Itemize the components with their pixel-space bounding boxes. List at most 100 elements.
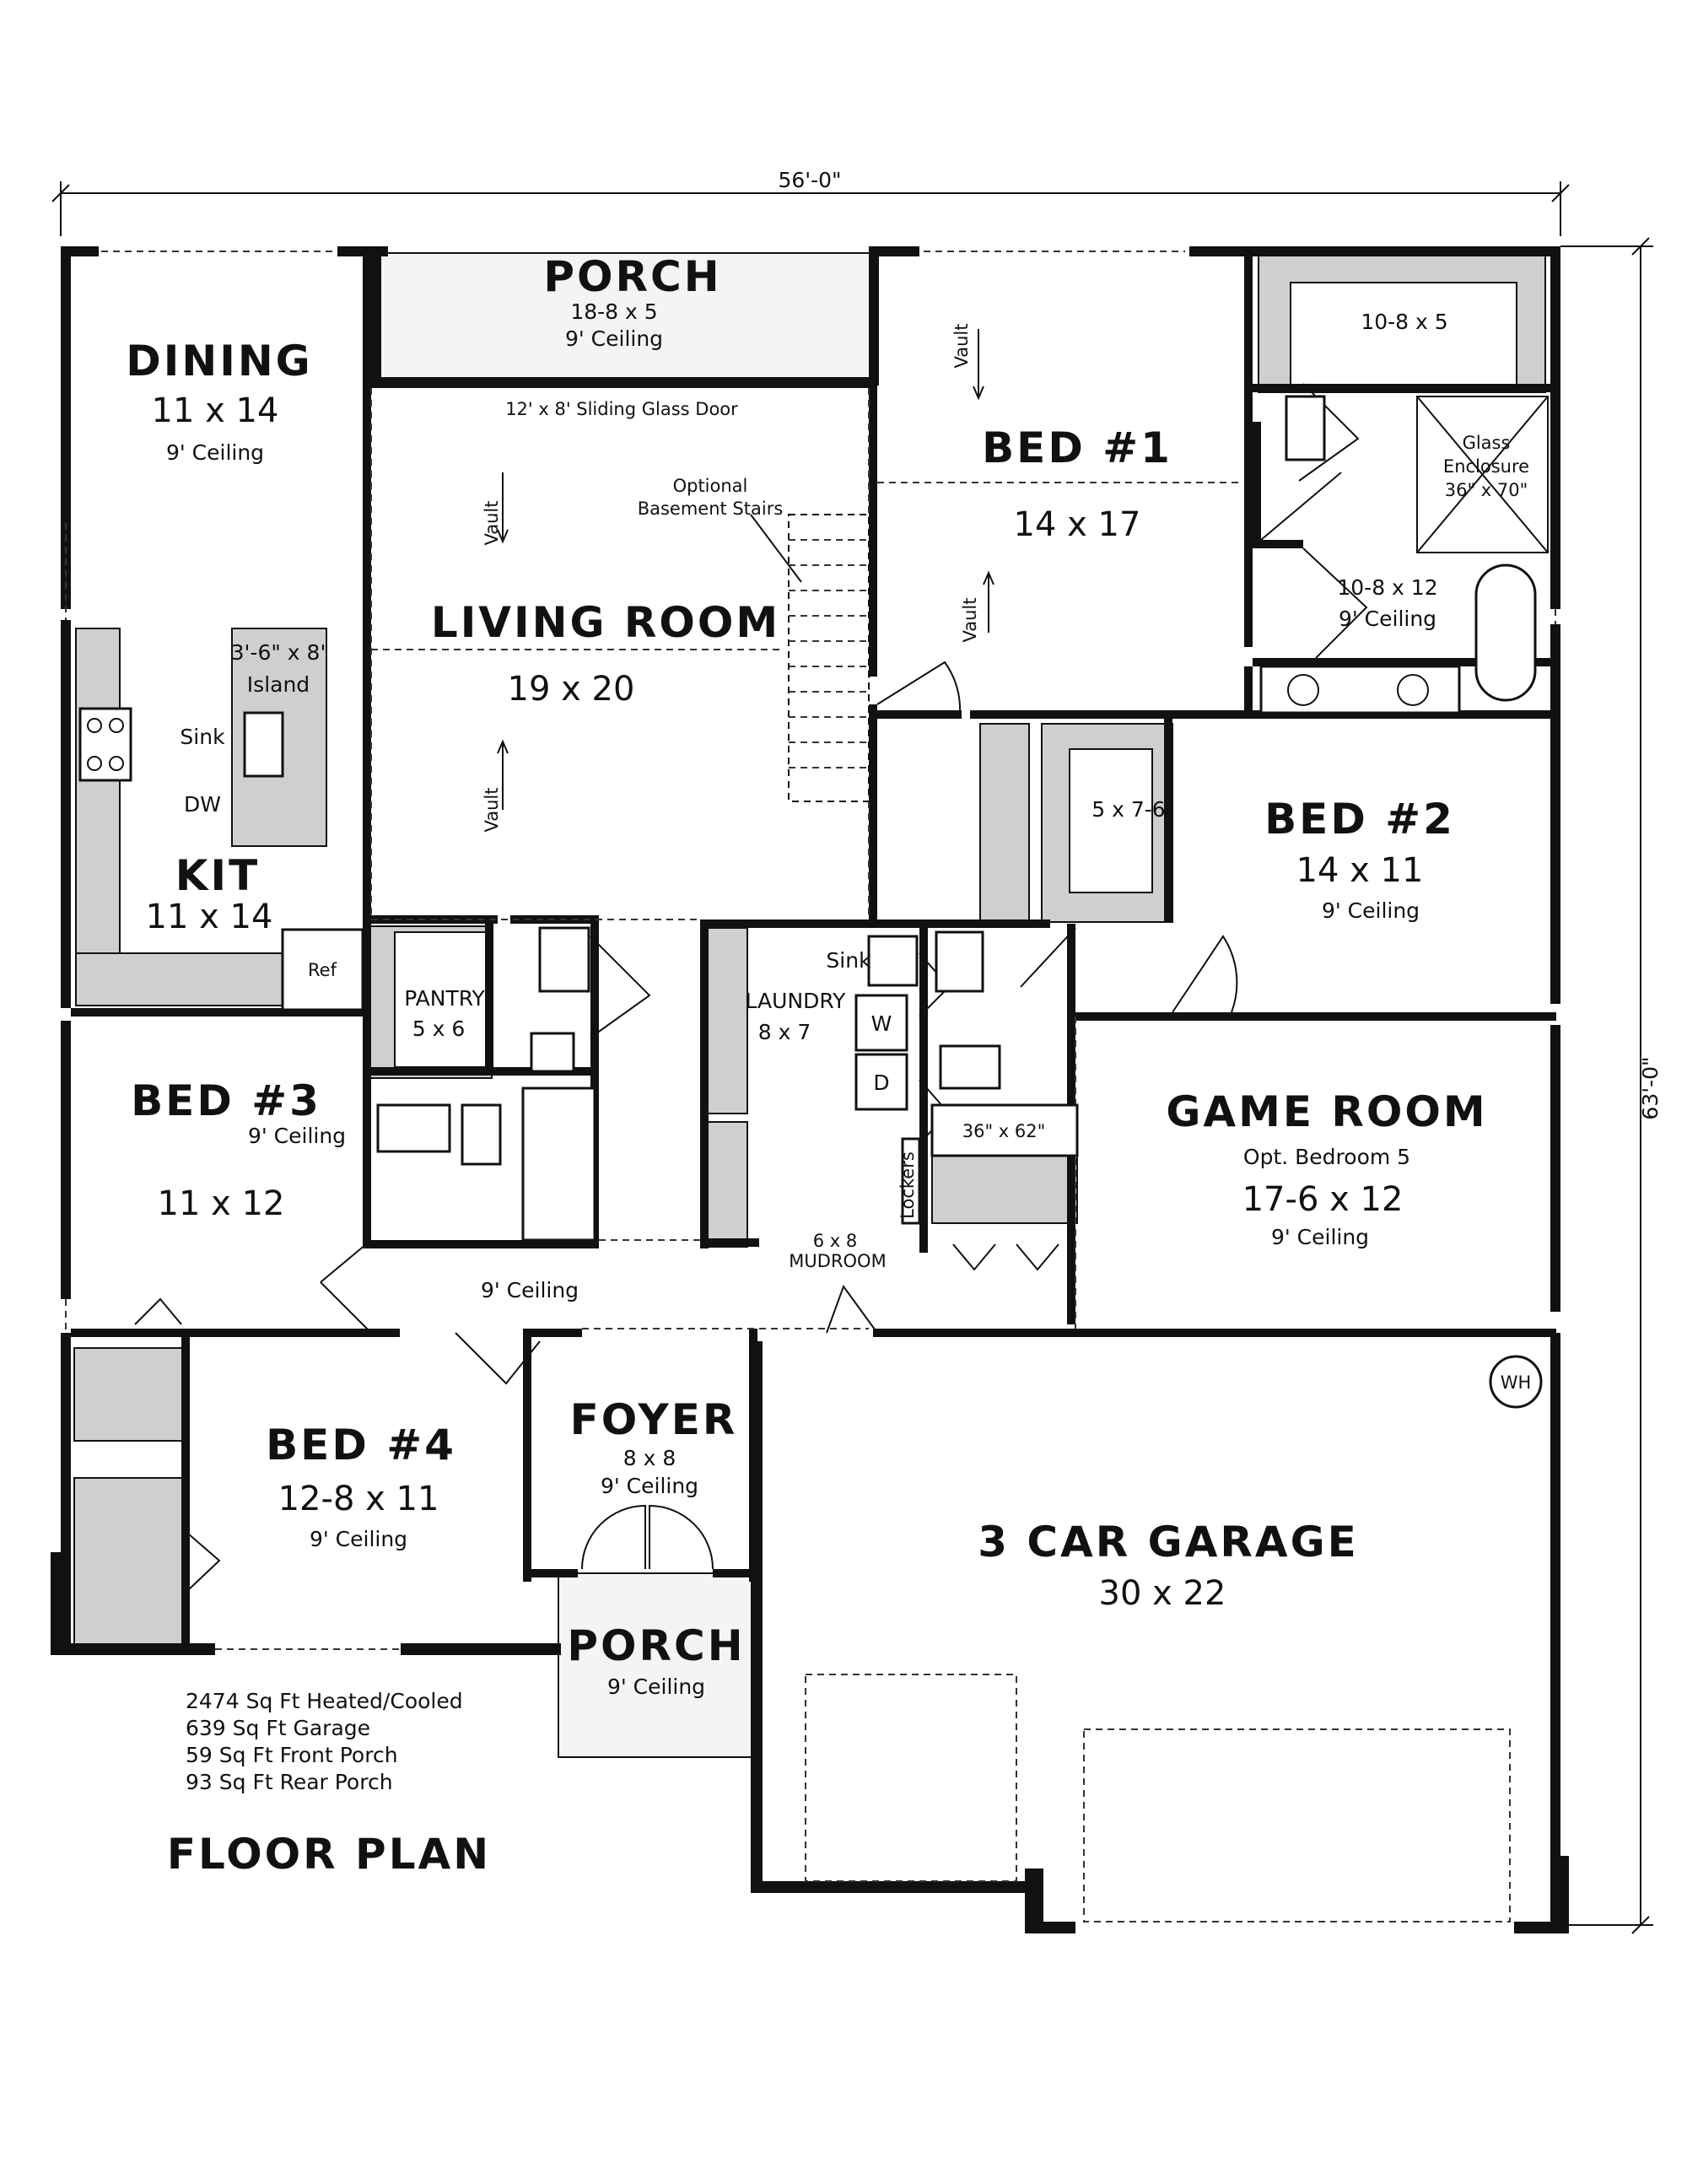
shower-label-1: Glass [1463,433,1511,453]
dining-name: DINING [126,337,312,386]
master-closet-inner [1290,282,1517,389]
washer-label: W [871,1011,892,1036]
bath2-cabinet [931,1155,1078,1224]
pantry-size: 5 x 6 [412,1017,466,1041]
bath2-toilet [939,1044,1001,1090]
range-cooktop [78,707,132,782]
shower-label-2: Enclosure [1443,456,1529,477]
depth-dimension: 63'-0" [1638,1056,1663,1119]
refrigerator [281,928,364,1011]
width-dimension-line [51,181,1570,236]
vault-label: Vault [482,788,502,833]
vault-label: Vault [960,598,980,643]
bath2-shower [930,1103,1079,1157]
dryer [854,1053,908,1111]
kitchen-sink-label: Sink [180,725,225,749]
laundry-sink-label: Sink [826,948,871,973]
laundry-sink [867,935,919,987]
bed1-size: 14 x 17 [1014,505,1141,544]
kitchen-size: 11 x 14 [146,898,273,936]
bed3-ceiling: 9' Ceiling [248,1124,346,1148]
bed2-size: 14 x 11 [1296,851,1424,890]
master-bath-size: 10-8 x 12 [1337,575,1437,600]
width-dimension: 56'-0" [778,168,841,192]
laundry-cabinet [706,927,748,1114]
rear-porch-ceiling: 9' Ceiling [565,326,663,351]
dining-ceiling: 9' Ceiling [166,440,264,465]
kitchen-sink [243,711,284,778]
hall-bathtub [521,1087,596,1242]
bed2-name: BED #2 [1264,795,1455,844]
mudroom-size: 6 x 8 [813,1231,858,1251]
hall-bath-sink [538,926,590,993]
basement-stairs [750,514,870,802]
vault-markers: Vault Vault Vault Vault [482,324,994,833]
game-room-sub: Opt. Bedroom 5 [1243,1145,1410,1169]
kitchen-counter-bottom [75,952,283,1006]
vault-label: Vault [951,324,972,369]
master-vanity [1259,665,1461,715]
lockers-label: Lockers [897,1151,918,1219]
rear-porch-name: PORCH [543,252,721,301]
stat-rear-porch: 93 Sq Ft Rear Porch [186,1770,393,1794]
dishwasher-label: DW [184,792,221,817]
hall-bath-toilet [530,1032,575,1073]
master-tub [1474,564,1537,702]
island-label: Island [247,672,310,697]
laundry-size: 8 x 7 [758,1020,811,1044]
bed4-closet-top [73,1347,189,1442]
game-room-name: GAME ROOM [1166,1087,1487,1136]
fixtures [78,395,1549,1409]
bed2-closet-inner [1069,748,1153,893]
master-toilet [1285,395,1326,461]
sliding-door-label: 12' x 8' Sliding Glass Door [505,399,738,419]
game-room-size: 17-6 x 12 [1242,1180,1404,1219]
bed1-name: BED #1 [982,423,1172,472]
bed3-size: 11 x 12 [158,1184,285,1223]
master-bath-ceiling: 9' Ceiling [1339,607,1436,631]
stat-front-porch: 59 Sq Ft Front Porch [186,1743,398,1767]
bed2-closet-size: 5 x 7-6 [1091,797,1165,822]
dining-size: 11 x 14 [152,391,279,430]
front-porch-ceiling: 9' Ceiling [607,1674,705,1699]
stat-garage: 639 Sq Ft Garage [186,1716,370,1740]
living-room-name: LIVING ROOM [431,598,780,647]
master-closet-size: 10-8 x 5 [1361,310,1447,334]
foyer-ceiling: 9' Ceiling [601,1474,698,1498]
interior-walls [71,246,1556,1649]
pantry-inner [394,931,487,1068]
lockers [901,1137,921,1225]
hall-bath-toilet2 [461,1103,502,1166]
living-room-size: 19 x 20 [508,670,635,709]
laundry-name: LAUNDRY [746,989,847,1013]
vault-label: Vault [482,501,502,546]
dashed-lines [65,251,1556,1922]
bed2-ceiling: 9' Ceiling [1322,898,1420,923]
bed4-closet-bottom [73,1477,189,1647]
front-porch-name: PORCH [567,1621,745,1670]
island-size: 3'-6" x 8' [231,640,326,665]
kitchen-name: KIT [175,851,260,900]
foyer-size: 8 x 8 [623,1446,676,1470]
rear-porch-slab [379,252,872,379]
bath2-sink [935,930,984,993]
bed4-size: 12-8 x 11 [278,1480,439,1518]
stairs-label-2: Basement Stairs [638,499,784,519]
garage-name: 3 CAR GARAGE [978,1518,1359,1567]
mudroom-closet [706,1121,748,1248]
exterior-walls [51,246,1569,1933]
kitchen-counter-left [75,628,121,1005]
bed3-name: BED #3 [131,1076,321,1125]
ref-label: Ref [308,960,337,980]
rear-porch-size: 18-8 x 5 [570,299,657,324]
front-porch-slab [558,1572,757,1758]
bed4-name: BED #4 [266,1421,456,1469]
hall-linen-closet [979,723,1030,923]
plan-title: FLOOR PLAN [167,1830,491,1879]
dryer-label: D [873,1070,889,1095]
washer [854,994,908,1052]
shower-label-3: 36" x 70" [1445,480,1528,500]
water-heater [1489,1355,1543,1409]
hall-bath-sink2 [376,1103,451,1153]
